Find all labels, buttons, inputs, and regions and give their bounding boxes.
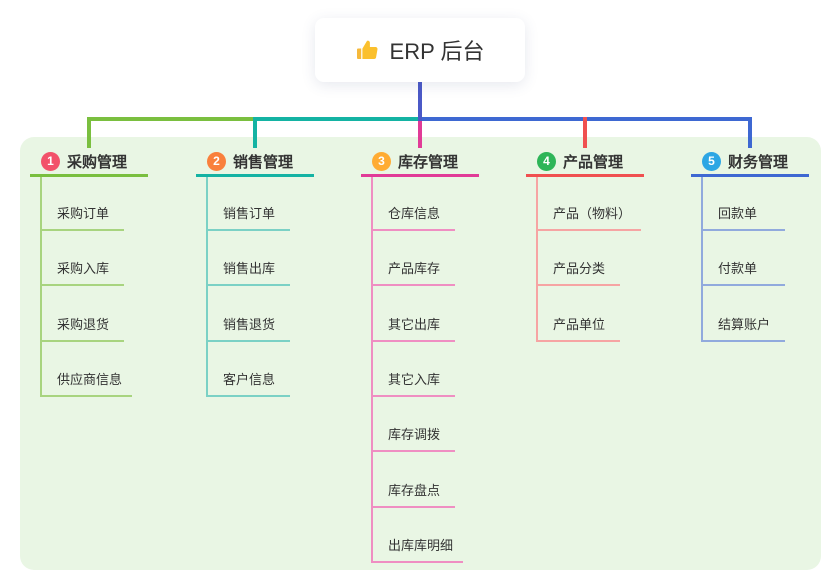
child-topic[interactable]: 销售退货 bbox=[206, 315, 290, 342]
connector-branch-drop bbox=[583, 117, 587, 148]
child-topic[interactable]: 客户信息 bbox=[206, 370, 290, 397]
child-topic[interactable]: 销售出库 bbox=[206, 259, 290, 286]
child-topic[interactable]: 采购订单 bbox=[40, 204, 124, 231]
branch-number-badge: 4 bbox=[537, 152, 556, 171]
root-topic-label: ERP 后台 bbox=[389, 39, 485, 64]
child-topic[interactable]: 采购入库 bbox=[40, 259, 124, 286]
branches-panel bbox=[20, 137, 821, 570]
child-topic[interactable]: 其它出库 bbox=[371, 315, 455, 342]
connector-root-line bbox=[418, 82, 422, 121]
branch-topic-label: 采购管理 bbox=[67, 154, 128, 171]
connector-branch-drop bbox=[418, 117, 422, 148]
connector-branch-drop bbox=[87, 117, 91, 148]
child-topic[interactable]: 产品单位 bbox=[536, 315, 620, 342]
branch-topic-label: 库存管理 bbox=[398, 154, 459, 171]
branch-trunk-line bbox=[40, 177, 42, 397]
child-topic[interactable]: 付款单 bbox=[701, 259, 785, 286]
branch-topic-5[interactable]: 5 财务管理 bbox=[691, 149, 809, 177]
branch-topic-4[interactable]: 4 产品管理 bbox=[526, 149, 644, 177]
branch-topic-label: 销售管理 bbox=[233, 154, 294, 171]
branch-topic-3[interactable]: 3 库存管理 bbox=[361, 149, 479, 177]
branch-trunk-line bbox=[536, 177, 538, 342]
child-topic[interactable]: 采购退货 bbox=[40, 315, 124, 342]
branch-topic-label: 财务管理 bbox=[728, 154, 789, 171]
branch-number-badge: 3 bbox=[372, 152, 391, 171]
branch-topic-label: 产品管理 bbox=[563, 154, 624, 171]
child-topic[interactable]: 仓库信息 bbox=[371, 204, 455, 231]
branch-number-badge: 5 bbox=[702, 152, 721, 171]
child-topic[interactable]: 产品分类 bbox=[536, 259, 620, 286]
child-topic[interactable]: 销售订单 bbox=[206, 204, 290, 231]
connector-branch-drop bbox=[253, 117, 257, 148]
thumbs-up-icon bbox=[356, 38, 380, 62]
connector-bus-segment bbox=[89, 117, 257, 121]
branch-trunk-line bbox=[701, 177, 703, 342]
child-topic[interactable]: 结算账户 bbox=[701, 315, 785, 342]
branch-trunk-line bbox=[371, 177, 373, 563]
child-topic[interactable]: 产品（物料） bbox=[536, 204, 642, 231]
connector-branch-drop bbox=[748, 117, 752, 148]
child-topic[interactable]: 其它入库 bbox=[371, 370, 455, 397]
branch-topic-1[interactable]: 1 采购管理 bbox=[30, 149, 148, 177]
child-topic[interactable]: 供应商信息 bbox=[40, 370, 133, 397]
child-topic[interactable]: 回款单 bbox=[701, 204, 785, 231]
branch-trunk-line bbox=[206, 177, 208, 397]
child-topic[interactable]: 库存盘点 bbox=[371, 481, 455, 508]
branch-number-badge: 2 bbox=[207, 152, 226, 171]
child-topic[interactable]: 产品库存 bbox=[371, 259, 455, 286]
root-topic[interactable]: ERP 后台 bbox=[315, 18, 525, 82]
connector-bus-segment bbox=[253, 117, 422, 121]
branch-number-badge: 1 bbox=[41, 152, 60, 171]
child-topic[interactable]: 库存调拨 bbox=[371, 425, 455, 452]
branch-topic-2[interactable]: 2 销售管理 bbox=[196, 149, 314, 177]
child-topic[interactable]: 出库库明细 bbox=[371, 536, 464, 563]
